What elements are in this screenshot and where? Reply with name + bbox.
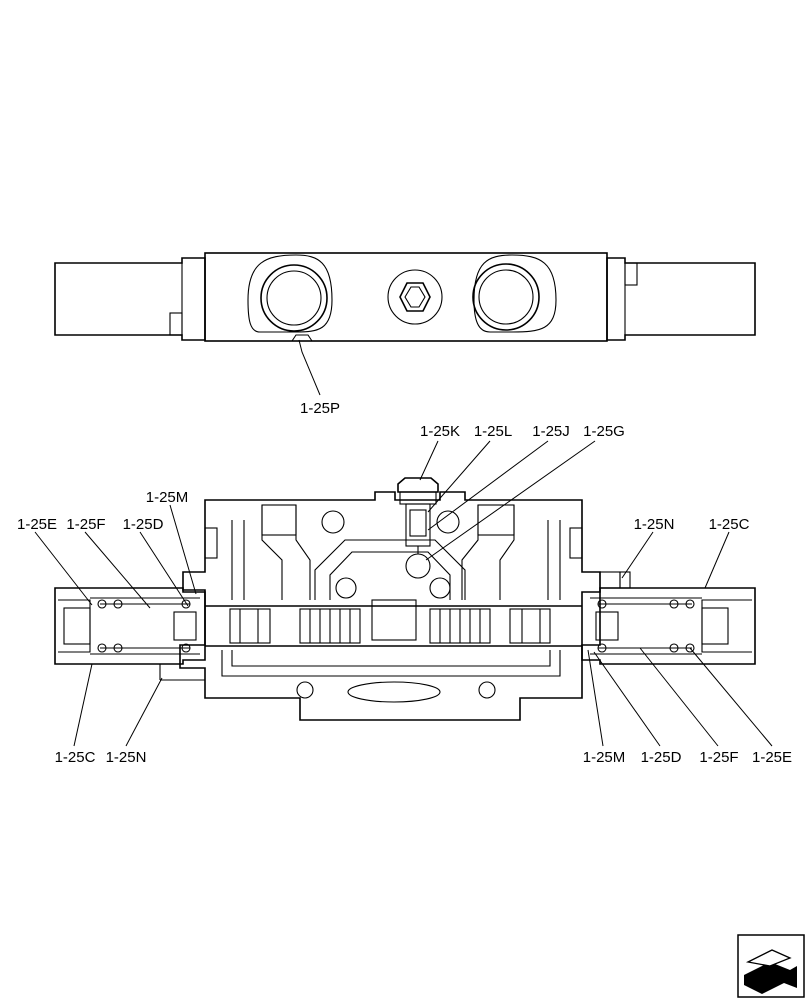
callout-1-25d-right: 1-25D [641,749,682,766]
callout-1-25d-left: 1-25D [123,516,164,533]
leader-lines [34,339,773,747]
relief-valve [397,477,439,554]
callout-1-25m-bottom: 1-25M [583,749,626,766]
callout-1-25n-left: 1-25N [106,749,147,766]
callout-1-25m-top: 1-25M [146,489,189,506]
callout-1-25e-right: 1-25E [752,749,792,766]
callout-1-25c-left: 1-25C [55,749,96,766]
right-spring [595,599,695,653]
spool [229,599,551,644]
callout-1-25f-left: 1-25F [66,516,105,533]
next-page-arrow-icon[interactable] [737,934,805,998]
callout-labels: 1-25P 1-25K 1-25L 1-25J 1-25G 1-25M 1-25… [17,400,792,766]
callout-1-25j: 1-25J [532,423,570,440]
callout-1-25n-right: 1-25N [634,516,675,533]
callout-1-25c-right: 1-25C [709,516,750,533]
valve-top-view [54,252,756,342]
valve-section-view [54,477,756,721]
callout-1-25e-left: 1-25E [17,516,57,533]
callout-1-25k: 1-25K [420,423,460,440]
callout-1-25p: 1-25P [300,400,340,417]
callout-1-25g: 1-25G [583,423,625,440]
callout-1-25l: 1-25L [474,423,512,440]
callout-1-25f-right: 1-25F [699,749,738,766]
left-spring [97,599,197,653]
